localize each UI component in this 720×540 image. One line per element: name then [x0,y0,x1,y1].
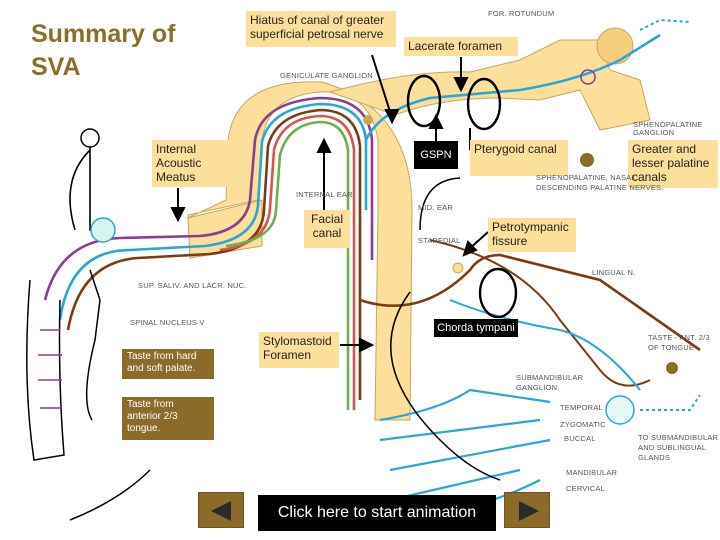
label-sup-saliv: SUP. SALIV. AND LACR. NUC. [138,281,247,290]
label-to-submand-3: GLANDS [638,453,671,462]
oval-chorda [478,267,518,319]
label-taste-ant-1: TASTE - ANT. 2/3 [648,333,710,342]
highlight-ovals [406,74,518,319]
arrow-hiatus [371,54,393,119]
tongue-lines [38,329,62,409]
callout-hiatus: Hiatus of canal of greater superficial p… [246,11,396,47]
label-lingual: LINGUAL N. [592,268,636,277]
label-spinal-nucleus: SPINAL NUCLEUS V [130,318,205,327]
arrow-right-icon [519,501,539,521]
nerve-purple [43,96,374,301]
callout-taste-palate: Taste from hard and soft palate. [122,349,214,379]
palate-outline [26,279,65,461]
arrowhead-hiatus [384,109,400,125]
label-geniculate: GENICULATE GANGLION [280,71,373,80]
label-temporal: TEMPORAL [560,403,603,412]
ganglion-left-mid [90,217,116,243]
arrowhead-gspn [428,113,444,129]
label-stapedial: STAPEDIAL [418,236,461,245]
nerve-dotted-out [639,18,701,411]
nerve-blue [58,33,661,321]
arrowhead-lacerate [453,77,469,93]
nerve-brown [66,108,701,400]
start-animation-button[interactable]: Click here to start animation [258,495,496,531]
label-for-rotundum: FOR. ROTUNDUM [488,9,555,18]
oval-gspn-left [406,74,442,128]
nerve-chorda [449,299,641,391]
label-submand-1: SUBMANDIBULAR [516,373,584,382]
callout-pterygoid: Pterygoid canal [470,140,568,176]
label-sphenopalatine-ganglion: SPHENOPALATINE GANGLION [633,120,703,137]
previous-button[interactable] [198,492,244,528]
callout-chorda: Chorda tympani [434,319,518,337]
ganglion-sphenopalatine-2 [580,69,596,85]
arrowhead-meatus [170,207,186,223]
rotundum-oval [596,27,634,65]
callout-stylomastoid: Stylomastoid Foramen [259,332,339,368]
label-to-submand-1: TO SUBMANDIBULAR [638,433,719,442]
pointer-arrows [170,54,489,353]
petrosal-canal-bone [328,39,651,131]
callout-facial-canal: Facial canal [304,210,350,248]
oval-gspn-right [466,77,502,131]
label-descending-palatine: DESCENDING PALATINE NERVES. [536,183,664,192]
nerve-green [225,120,350,410]
callout-taste-tongue: Taste from anterior 2/3 tongue. [122,397,214,440]
ganglia [80,69,678,425]
curve-arc-right [390,177,501,481]
arrowhead-facial-canal [316,137,332,153]
nerve-paths [43,18,701,514]
ganglion-stapedial [452,262,464,274]
nerve-branches [379,388,551,514]
face-outline [26,177,501,521]
arrowhead-petrotympanic [462,240,478,257]
ganglion-taste [666,362,678,374]
label-cervical: CERVICAL [566,484,605,493]
callout-internal-meatus: Internal Acoustic Meatus [152,140,238,187]
nerve-lingual [429,239,651,387]
callout-gspn: GSPN [414,141,458,169]
label-mid-ear: MID. EAR [418,203,453,212]
ganglion-left-top [80,128,100,148]
nerve-red [219,114,356,410]
arrow-left-icon [211,501,231,521]
callout-petrotympanic: Petrotympanic fissure [488,218,576,252]
label-buccal: BUCCAL [564,434,596,443]
facial-canal-bone [187,81,413,421]
page-title: Summary of SVA [31,20,176,81]
jaw-outline [69,269,151,521]
label-sphenopalatine-nasal: SPHENOPALATINE, NASAL [536,173,636,182]
label-mandibular: MANDIBULAR [566,468,618,477]
arrowhead-stylomastoid [359,337,375,353]
ganglion-sphenopalatine [580,153,594,167]
label-internal-ear: INTERNAL EAR [296,190,353,199]
label-zygomatic: ZYGOMATIC [560,420,606,429]
ganglion-submandibular [605,395,635,425]
label-to-submand-2: AND SUBLINGUAL [638,443,707,452]
ganglion-geniculate [363,115,373,125]
callout-lacerate: Lacerate foramen [404,37,518,56]
label-submand-2: GANGLION [516,383,558,392]
callout-palatine-canals: Greater and lesser palatine canals [628,140,718,188]
next-button[interactable] [504,492,550,528]
label-taste-ant-2: OF TONGUE [648,343,695,352]
canal-shapes [187,27,651,421]
